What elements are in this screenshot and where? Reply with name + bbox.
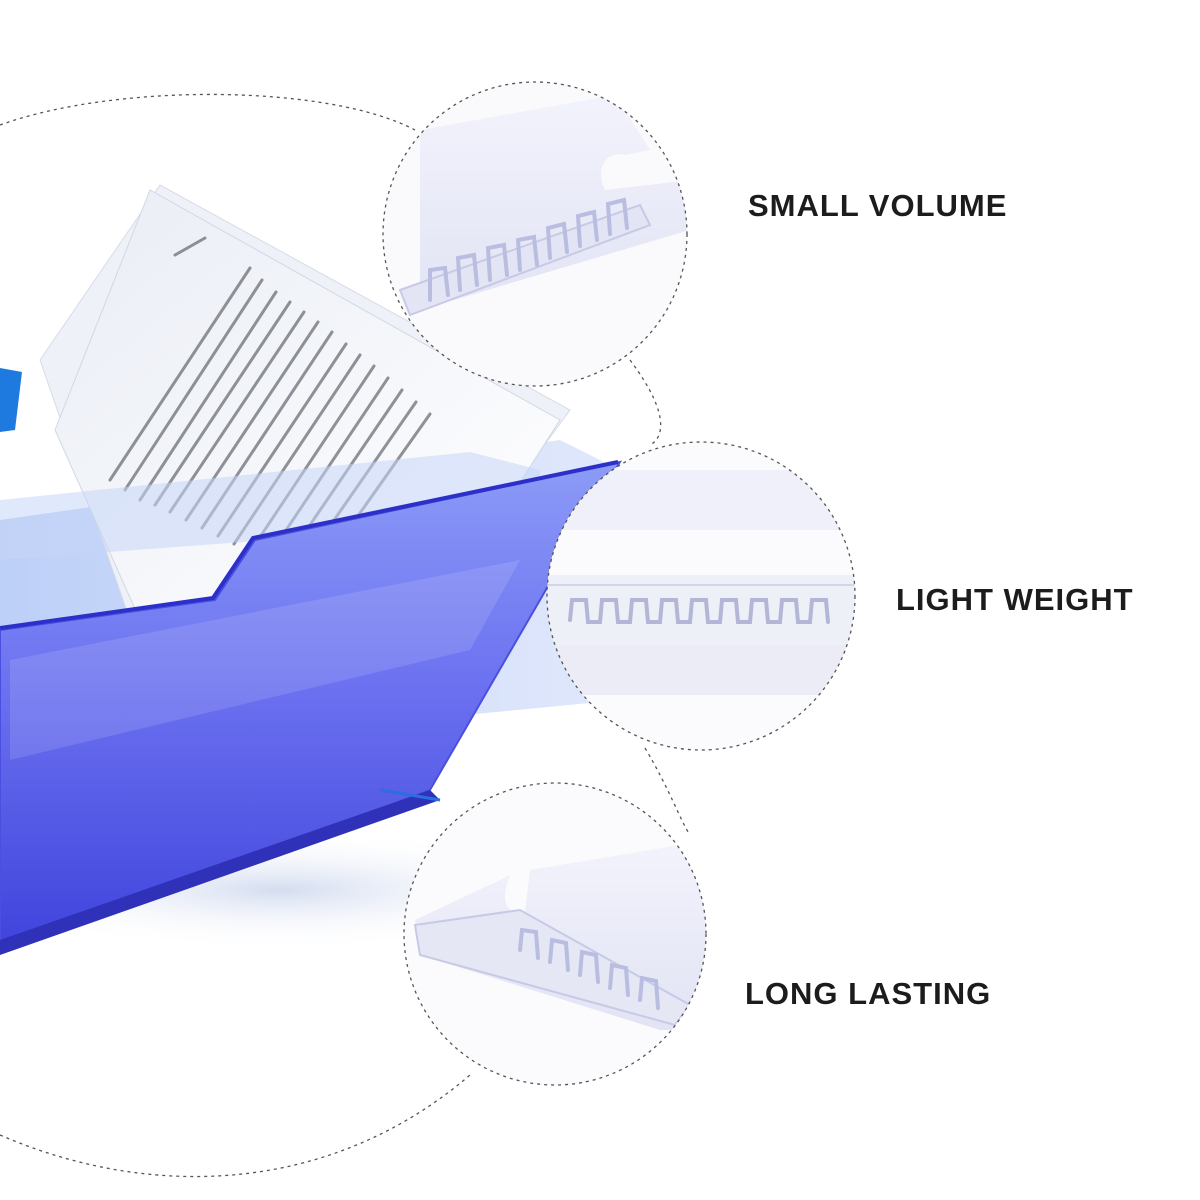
hanging-folder-tab-icon (404, 783, 706, 1085)
detail-circle-light-weight (546, 441, 856, 751)
large-dashed-outline (0, 93, 691, 1178)
folder-tab-left (0, 368, 22, 432)
hanging-folder-tab-icon (547, 442, 855, 750)
detail-circle-long-lasting (403, 782, 707, 1086)
detail-circle-small-volume (382, 81, 688, 387)
feature-label-small-volume: SMALL VOLUME (748, 188, 1008, 223)
hanging-file-folder (0, 184, 623, 955)
feature-label-long-lasting: LONG LASTING (745, 976, 992, 1011)
hanging-folder-tab-icon (383, 82, 687, 386)
feature-label-light-weight: LIGHT WEIGHT (896, 582, 1134, 617)
